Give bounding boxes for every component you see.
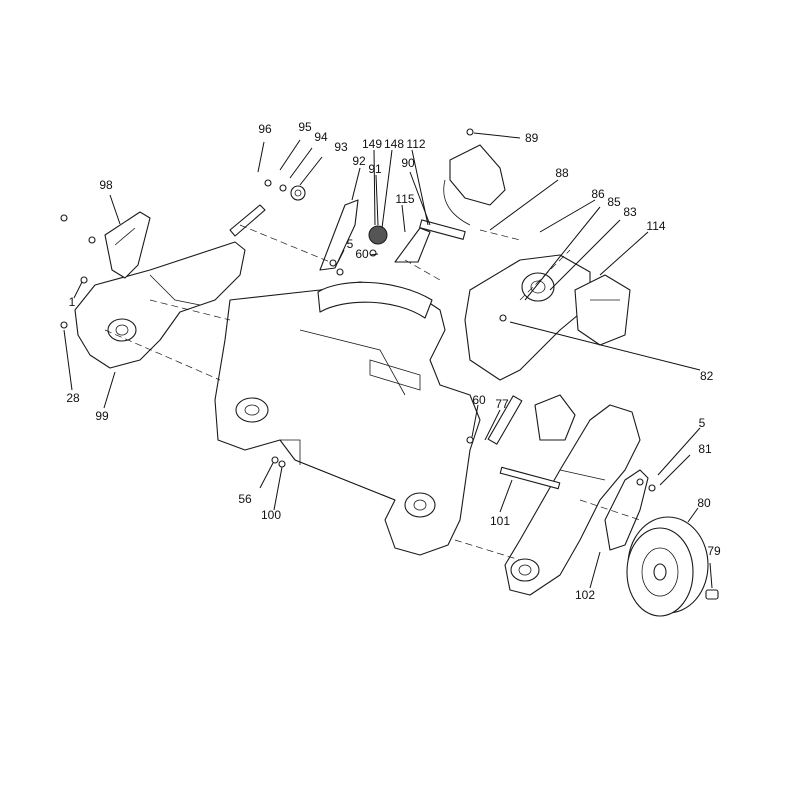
callout-60-lower: 60: [472, 393, 486, 407]
callout-94: 94: [314, 130, 328, 144]
callout-99: 99: [95, 409, 109, 423]
callout-92: 92: [352, 154, 366, 168]
small-parts: [229, 185, 576, 490]
callout-89: 89: [525, 131, 539, 145]
auger-housing: [214, 281, 481, 556]
callout-56: 56: [238, 492, 252, 506]
callout-91: 91: [368, 162, 382, 176]
callout-86: 86: [591, 187, 605, 201]
fasteners: [60, 128, 656, 492]
callout-82: 82: [700, 369, 714, 383]
wheel: [626, 516, 709, 617]
callout-1: 1: [69, 295, 76, 309]
callout-80: 80: [697, 496, 711, 510]
callout-28: 28: [66, 391, 80, 405]
callout-88: 88: [555, 166, 569, 180]
callout-labels: 96 95 94 93 89 149 148 112 92 91 90 88 8…: [66, 120, 721, 602]
callout-95: 95: [298, 120, 312, 134]
callout-60-upper: 60: [355, 247, 369, 261]
callout-98: 98: [99, 178, 113, 192]
callout-148: 148: [384, 137, 404, 151]
left-side-panel: [74, 241, 246, 369]
chute-upper: [443, 144, 506, 226]
callout-93: 93: [334, 140, 348, 154]
drive-assembly: [464, 254, 631, 381]
callout-79: 79: [707, 544, 721, 558]
callout-81: 81: [698, 442, 712, 456]
right-bracket: [604, 469, 649, 551]
wheel-cap: [705, 589, 719, 600]
callout-100: 100: [261, 508, 281, 522]
callout-115: 115: [395, 192, 414, 206]
callout-90: 90: [401, 156, 415, 170]
callout-101: 101: [490, 514, 510, 528]
callout-5-upper: 5: [347, 237, 354, 251]
callout-102: 102: [575, 588, 595, 602]
callout-149: 149: [362, 137, 382, 151]
callout-96: 96: [258, 122, 272, 136]
callout-77: 77: [495, 397, 509, 411]
leader-lines: [63, 132, 713, 589]
callout-85: 85: [607, 195, 621, 209]
left-bracket: [104, 211, 151, 279]
callout-5-lower: 5: [699, 416, 706, 430]
callout-114: 114: [646, 219, 665, 233]
callout-112: 112: [406, 137, 425, 151]
callout-83: 83: [623, 205, 637, 219]
right-side-panel: [504, 404, 641, 596]
